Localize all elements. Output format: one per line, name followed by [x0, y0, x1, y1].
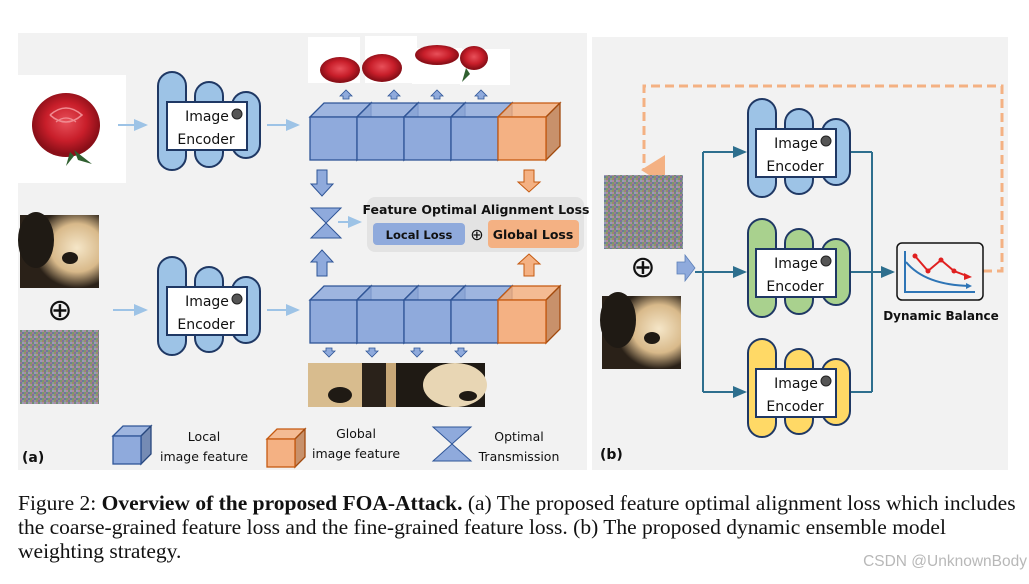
encoder-label-line1: Image [774, 256, 818, 272]
openai-logo-icon [231, 293, 243, 305]
encoder-label-line1: Image [185, 109, 229, 125]
legend-global-cube-shape [265, 427, 307, 469]
input-to-ensemble-arrow [676, 253, 696, 283]
up-arrows-to-crops [339, 89, 488, 100]
legend-local-line2: image feature [160, 449, 248, 464]
legend-ot-line1: Optimal [494, 429, 543, 444]
legend-global-line1: Global [336, 426, 376, 441]
legend-global-line2: image feature [312, 446, 400, 461]
legend-local-line1: Local [188, 429, 220, 444]
caption-bold-title: Overview of the proposed FOA-Attack. [101, 491, 463, 515]
loss-box-title: Feature Optimal Alignment Loss [363, 202, 590, 217]
dynamic-balance-chart-icon [896, 242, 984, 301]
encoder-label-line2: Encoder [766, 159, 823, 175]
down-arrow-global-top [516, 169, 542, 193]
encoder-label-line1: Image [774, 376, 818, 392]
legend-optimal-transmission-icon [431, 426, 473, 462]
loss-plus-symbol: ⊕ [470, 225, 483, 244]
encoder-label-line2: Encoder [177, 317, 234, 333]
feature-bar-bottom [308, 284, 562, 345]
global-feature-cube [496, 284, 562, 345]
legend-ot-line2: Transmission [478, 449, 560, 464]
encoder-label-line2: Encoder [766, 399, 823, 415]
image-encoder-bottom: Image Encoder [157, 256, 261, 356]
down-arrow-local-top [309, 169, 335, 197]
feature-optimal-alignment-loss-box: Feature Optimal Alignment Loss Local Los… [363, 197, 590, 252]
panel-a-label: (a) [22, 450, 44, 466]
legend-global-feature-cube [265, 427, 307, 469]
panda-input-image [18, 212, 99, 288]
figure-caption: Figure 2: Overview of the proposed FOA-A… [18, 491, 1018, 563]
rose-input-image [18, 75, 126, 183]
dynamic-balance-label: Dynamic Balance [883, 309, 999, 323]
local-loss-label: Local Loss [386, 228, 453, 242]
panda-input-image-b [600, 292, 681, 369]
encoder-label-line1: Image [185, 294, 229, 310]
noise-perturbation-image [20, 330, 99, 404]
encoder-label-line1: Image [774, 136, 818, 152]
noise-perturbation-image-b [604, 175, 683, 249]
up-arrow-local-bottom [309, 249, 335, 277]
image-encoder-top: Image Encoder [157, 71, 261, 171]
openai-logo-icon [820, 375, 832, 387]
plus-symbol-b: ⊕ [630, 250, 655, 285]
legend-local-feature-cube [111, 424, 153, 466]
plus-symbol-a: ⊕ [47, 293, 72, 328]
optimal-transmission-icon [309, 207, 343, 239]
local-loss-box [373, 223, 465, 245]
up-arrow-global-bottom [516, 253, 542, 277]
panda-crops [308, 363, 487, 407]
down-arrows-to-panda-crops [322, 347, 468, 358]
feature-bar-top [308, 101, 562, 162]
panel-b-label: (b) [600, 447, 623, 463]
global-loss-label: Global Loss [493, 227, 574, 242]
encoder-label-line2: Encoder [766, 279, 823, 295]
caption-prefix: Figure 2: [18, 491, 102, 515]
openai-logo-icon [231, 108, 243, 120]
watermark: CSDN @UnknownBody [863, 553, 1027, 570]
encoder-label-line2: Encoder [177, 132, 234, 148]
rose-crops [308, 36, 510, 85]
global-loss-box [488, 220, 579, 248]
legend-local-cube-shape [111, 424, 153, 466]
openai-logo-icon [820, 255, 832, 267]
openai-logo-icon [820, 135, 832, 147]
caption-body: (a) The proposed feature optimal alignme… [18, 491, 1016, 563]
global-feature-cube [496, 101, 562, 162]
ensemble-connectors [695, 146, 895, 398]
feedback-dashed-arrow [641, 84, 1004, 273]
